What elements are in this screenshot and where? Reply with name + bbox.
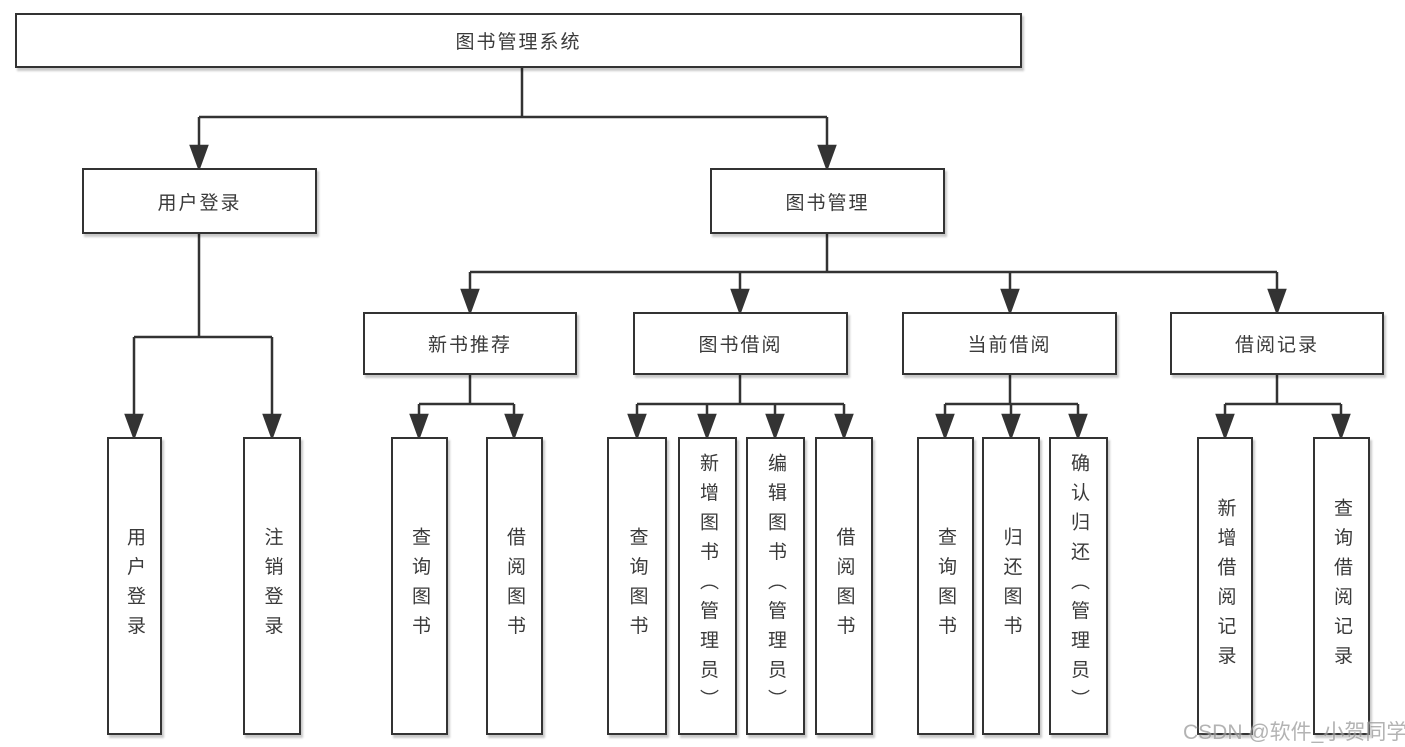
node-label: 新增图书（管理员） <box>697 453 718 719</box>
leaf-return-book: 归还图书 <box>982 437 1040 735</box>
connector-user-login-to-leaves <box>124 234 282 441</box>
node-label: 确认归还（管理员） <box>1068 453 1089 719</box>
leaf-query-book-recommend: 查询图书 <box>391 437 448 735</box>
node-label: 借阅记录 <box>1234 335 1319 356</box>
connector-current-borrow-to-leaves <box>935 375 1088 441</box>
leaf-edit-book-admin: 编辑图书（管理员） <box>746 437 805 735</box>
node-library-management-system: 图书管理系统 <box>15 13 1022 68</box>
node-label: 注销登录 <box>261 527 283 645</box>
node-label: 查询借阅记录 <box>1331 497 1352 675</box>
connector-root-to-level2 <box>189 68 837 172</box>
leaf-query-borrow-record: 查询借阅记录 <box>1313 437 1370 735</box>
leaf-query-book-current: 查询图书 <box>917 437 974 735</box>
node-new-book-recommend: 新书推荐 <box>363 312 577 375</box>
node-label: 查询图书 <box>409 527 430 645</box>
leaf-borrow-book-recommend: 借阅图书 <box>486 437 543 735</box>
leaf-user-login: 用户登录 <box>107 437 162 735</box>
watermark: CSDN @软件_小贺同学 <box>1183 721 1405 744</box>
connector-borrow-records-to-leaves <box>1215 375 1351 441</box>
connector-new-book-to-leaves <box>409 375 524 441</box>
node-label: 新书推荐 <box>427 335 512 356</box>
node-current-borrow: 当前借阅 <box>902 312 1117 375</box>
leaf-query-book-borrow: 查询图书 <box>607 437 667 735</box>
node-label: 查询图书 <box>626 527 648 645</box>
node-borrow-records: 借阅记录 <box>1170 312 1384 375</box>
leaf-borrow-book: 借阅图书 <box>815 437 873 735</box>
leaf-add-book-admin: 新增图书（管理员） <box>678 437 737 735</box>
node-book-borrow: 图书借阅 <box>633 312 848 375</box>
node-label: 当前借阅 <box>967 335 1052 356</box>
node-label: 编辑图书（管理员） <box>765 453 786 719</box>
node-book-management: 图书管理 <box>710 168 945 234</box>
node-label: 借阅图书 <box>833 527 855 645</box>
node-label: 图书管理 <box>785 192 870 214</box>
node-label: 归还图书 <box>1000 527 1022 645</box>
node-label: 新增借阅记录 <box>1214 497 1236 675</box>
connector-book-borrow-to-leaves <box>627 375 854 441</box>
node-label: 图书借阅 <box>698 335 783 356</box>
leaf-confirm-return-admin: 确认归还（管理员） <box>1049 437 1108 735</box>
leaf-add-borrow-record: 新增借阅记录 <box>1197 437 1253 735</box>
connector-book-management-to-level3 <box>460 234 1287 316</box>
leaf-logout: 注销登录 <box>243 437 301 735</box>
node-label: 查询图书 <box>935 527 956 645</box>
node-label: 用户登录 <box>124 527 145 645</box>
node-user-login: 用户登录 <box>82 168 317 234</box>
node-label: 图书管理系统 <box>455 32 582 53</box>
node-label: 用户登录 <box>157 192 242 214</box>
node-label: 借阅图书 <box>504 527 525 645</box>
